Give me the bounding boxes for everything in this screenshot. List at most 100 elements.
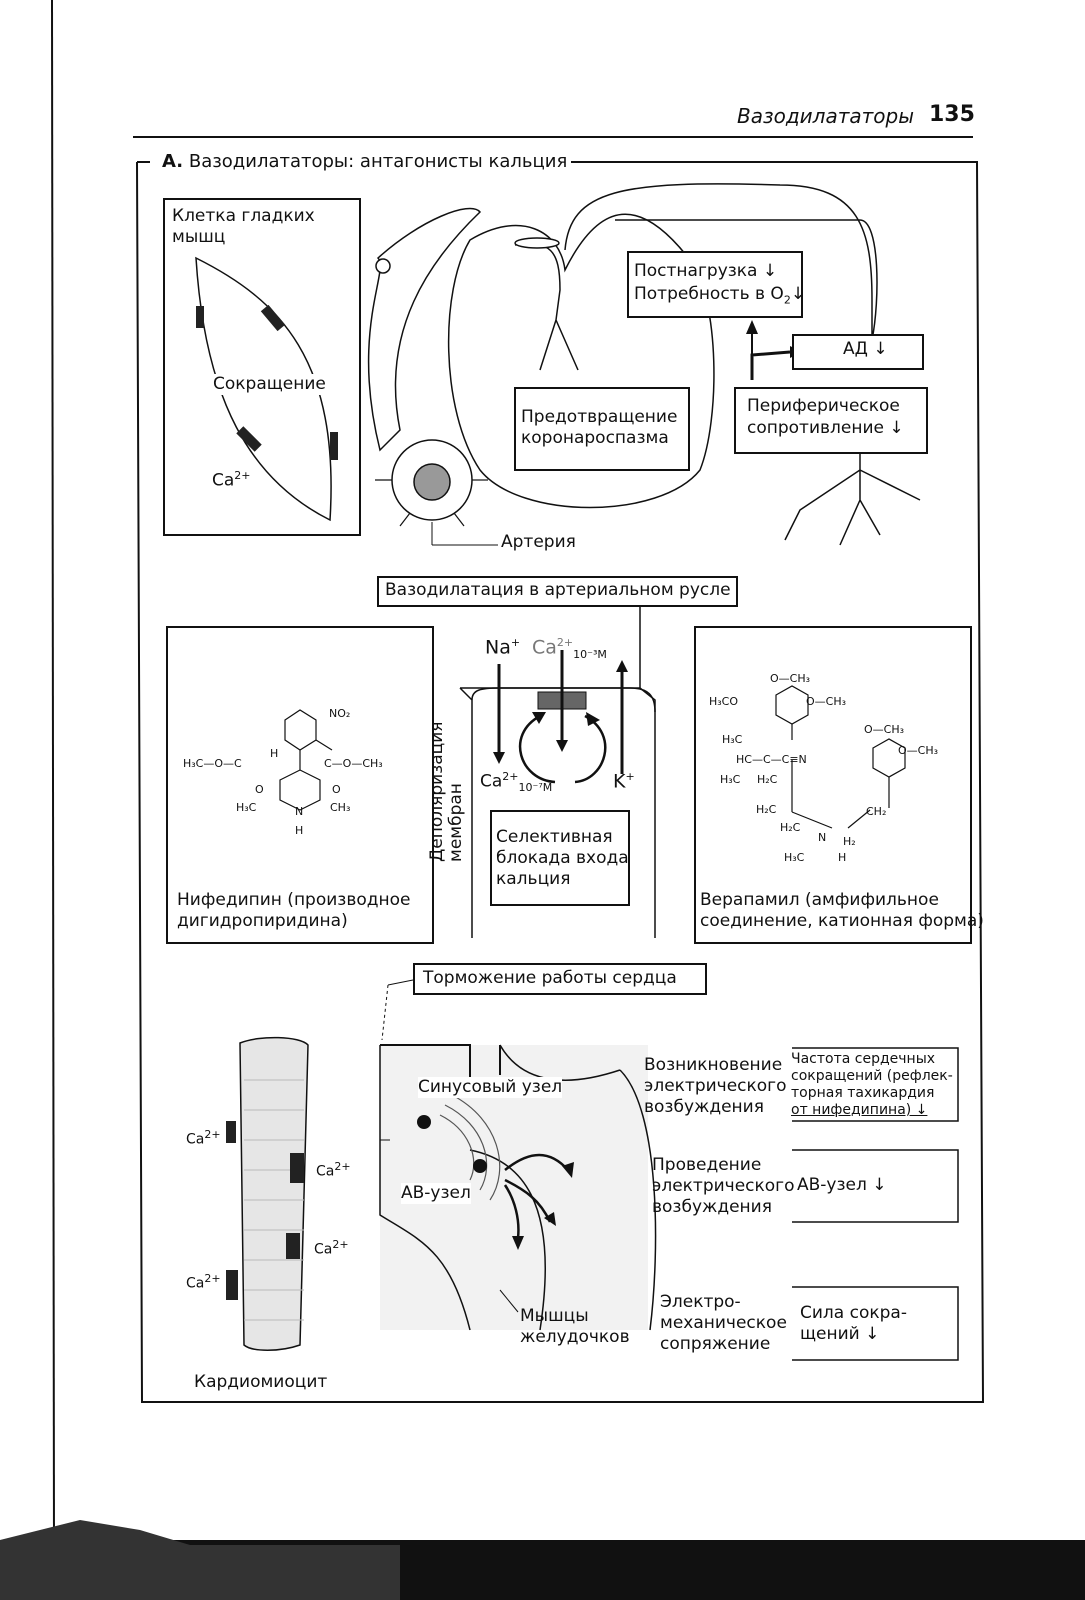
conduction-arrowhead-2 — [544, 1212, 556, 1226]
cardio-ca-symbol-3: Ca — [314, 1241, 333, 1258]
heart-top-vessels — [380, 1044, 501, 1080]
figure-frame — [136, 161, 985, 1403]
ca-in-label: Ca2+10⁻⁷М — [480, 770, 552, 794]
ca-channel-2 — [260, 304, 286, 332]
cardiomyocyte-striations — [244, 1079, 304, 1321]
heart-inhibition-leader-v — [381, 984, 389, 1041]
conduction-arrowhead-1 — [562, 1162, 574, 1178]
vasodilation-box — [377, 576, 738, 607]
curved-arrow-left — [518, 714, 556, 784]
k-symbol: K — [613, 770, 626, 793]
depolarization-label-1: Деполяризация — [427, 721, 447, 863]
verapamil-caption-2: соединение, катионная форма) — [700, 911, 984, 931]
coupling-label-1: Электро- — [660, 1292, 741, 1312]
ver-h2c-1: H₂C — [757, 773, 778, 786]
cardio-ca-charge-1: 2+ — [204, 1128, 221, 1141]
ventricle-leader — [499, 1289, 519, 1313]
cardio-ca-3: Ca2+ — [314, 1238, 349, 1261]
vasodilation-label: Вазодилатация в артериальном русле — [385, 580, 731, 600]
afterload-box — [627, 251, 803, 318]
artery-opening-small — [375, 258, 391, 274]
cardio-ca-symbol-2: Ca — [316, 1163, 335, 1180]
coronary-label-2: коронароспазма — [521, 428, 669, 448]
nif-me-left: H₃C — [236, 801, 257, 814]
ca-channel-1 — [196, 306, 204, 328]
coupling-label-3: сопряжение — [660, 1334, 771, 1354]
sinus-node-label: Синусовый узел — [418, 1077, 563, 1098]
ver-och3-top: O—CH₃ — [770, 672, 811, 685]
ca-in-arrowhead — [556, 740, 568, 752]
heart-inhibition-leader — [387, 979, 414, 986]
cardio-ca-charge-4: 2+ — [204, 1272, 221, 1285]
origin-label-1: Возникновение — [644, 1055, 783, 1075]
cardio-ca-4: Ca2+ — [186, 1272, 221, 1295]
scan-edge-line — [51, 0, 55, 1561]
nif-me-right: CH₃ — [330, 801, 351, 814]
verapamil-caption-1: Верапамил (амфифильное — [700, 890, 939, 910]
artery-tube — [367, 207, 482, 452]
membrane-inner-curve — [471, 687, 656, 713]
ver-h2c-2: H₂C — [756, 803, 777, 816]
cardio-channel-4 — [226, 1270, 238, 1300]
cardio-ca-2: Ca2+ — [316, 1160, 351, 1183]
selective-label-3: кальция — [496, 869, 571, 889]
ca-channel-4 — [330, 432, 338, 460]
aorta-arch — [564, 183, 878, 341]
hr-effect-4: от нифедипина) ↓ — [791, 1102, 928, 1118]
artery-label: Артерия — [501, 532, 576, 552]
origin-label-3: возбуждения — [644, 1097, 764, 1117]
hr-effect-2: сокращений (рефлек- — [791, 1068, 953, 1084]
peripheral-label-2: сопротивление ↓ — [747, 418, 904, 438]
cardio-ca-charge-3: 2+ — [332, 1238, 349, 1251]
smooth-muscle-panel — [163, 198, 361, 536]
verapamil-panel — [694, 626, 972, 944]
heart-inhibition-box — [413, 963, 707, 995]
bp-box — [792, 334, 924, 370]
nif-nh-h: H — [295, 824, 304, 837]
hr-effect-1: Частота сердечных — [791, 1051, 936, 1067]
cardio-channel-2 — [290, 1153, 304, 1183]
k-label: K+ — [613, 770, 635, 792]
na-label: Na+ — [485, 636, 520, 658]
afterload-label: Постнагрузка ↓ — [634, 261, 778, 281]
hr-effect-3: торная тахикардия — [791, 1085, 935, 1101]
nif-right-chain: C—O—CH₃ — [324, 757, 383, 770]
peripheral-resistance-box — [734, 387, 928, 454]
av-bracket — [792, 1149, 959, 1223]
smooth-muscle-label-1: Клетка гладких — [172, 206, 315, 226]
bp-arrow — [750, 350, 791, 380]
section-title: A. Вазодилататоры: антагонисты кальция — [158, 151, 572, 172]
cardio-ca-symbol-1: Ca — [186, 1131, 205, 1148]
ca-in-symbol: Ca — [480, 771, 503, 792]
selective-block-box — [490, 810, 630, 906]
footer-scan-artifact — [0, 1520, 400, 1600]
sinus-waves — [439, 1094, 501, 1201]
artery-arrow-down-left — [399, 512, 411, 527]
nifedipine-skeleton — [279, 709, 333, 811]
nif-h: H — [270, 747, 279, 760]
coronary-label-1: Предотвращение — [521, 407, 678, 427]
ver-h3c-2: H₃C — [720, 773, 741, 786]
peripheral-vessels — [784, 430, 921, 546]
cardio-channel-3 — [286, 1233, 300, 1259]
av-node-dot — [473, 1159, 487, 1173]
smooth-muscle-ca-label: Ca2+ — [212, 469, 251, 492]
cardiomyocyte-label: Кардиомиоцит — [194, 1372, 328, 1392]
depolarization-label-2: мембран — [446, 783, 466, 862]
na-charge: + — [510, 636, 521, 649]
hr-bracket — [792, 1047, 959, 1122]
ver-h2: H₂ — [843, 835, 856, 848]
ver-n-plus: N — [818, 831, 827, 844]
ver-och3-mid: O—CH₃ — [806, 695, 847, 708]
ventricles-label-1: Мышцы — [520, 1306, 589, 1326]
ca-out-symbol: Ca — [532, 636, 557, 659]
conduction-label-3: возбуждения — [652, 1197, 772, 1217]
ver-h2c-3: H₂C — [780, 821, 801, 834]
conduction-arrowhead-3 — [512, 1236, 524, 1250]
ver-hc-chain: HC—C—C≡N — [736, 753, 807, 766]
coronary-opening — [514, 237, 560, 249]
k-charge: + — [625, 770, 635, 783]
ventricles-label-2: желудочков — [520, 1327, 630, 1347]
heart-inhibition-label: Торможение работы сердца — [423, 968, 677, 988]
conduction-label-2: электрического — [652, 1176, 795, 1196]
